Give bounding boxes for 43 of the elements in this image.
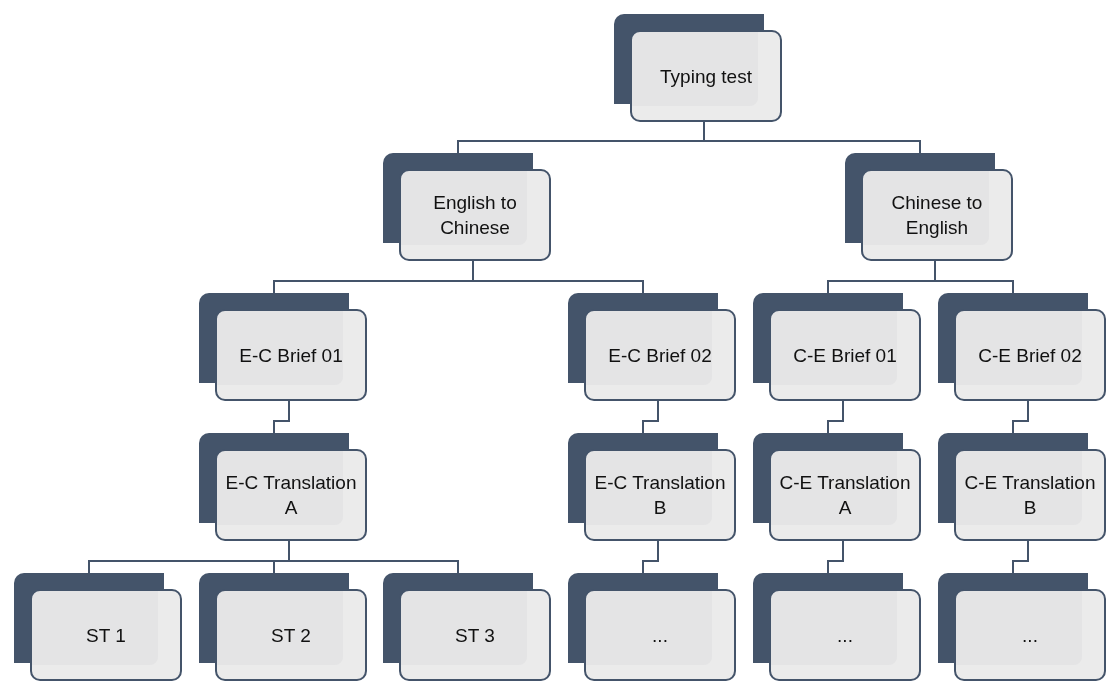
connector-line (642, 540, 659, 574)
connector-line (703, 121, 921, 154)
stacked-card (753, 573, 921, 681)
stacked-card (568, 293, 736, 401)
stacked-card (14, 573, 182, 681)
node-label: ST 2 (270, 623, 312, 648)
node-label: ... (1021, 623, 1039, 648)
connector-line (1012, 400, 1029, 434)
node-label: English to Chinese (432, 191, 518, 240)
node-label: E-C Translation A (224, 471, 358, 520)
stacked-card (845, 153, 1013, 261)
stacked-card (568, 573, 736, 681)
node-label: ST 1 (85, 623, 127, 648)
stacked-card (938, 573, 1106, 681)
stacked-card (568, 433, 736, 541)
node-label: ... (651, 623, 669, 648)
node-label: E-C Brief 01 (238, 343, 344, 368)
stacked-card (383, 153, 551, 261)
stacked-card (938, 293, 1106, 401)
connector-line (288, 540, 459, 574)
stacked-card (614, 14, 782, 122)
node-label: C-E Translation A (778, 471, 912, 520)
connector-line (827, 540, 844, 574)
stacked-card (383, 573, 551, 681)
stacked-card (753, 433, 921, 541)
node-label: Chinese to English (890, 191, 984, 240)
stacked-card (199, 293, 367, 401)
stacked-card (938, 433, 1106, 541)
node-label: ST 3 (454, 623, 496, 648)
stacked-card (199, 573, 367, 681)
node-label: Typing test (659, 64, 753, 89)
node-label: ... (836, 623, 854, 648)
connector-line (1012, 540, 1029, 574)
stacked-card (753, 293, 921, 401)
node-label: C-E Brief 02 (977, 343, 1083, 368)
connector-line (642, 400, 659, 434)
connector-line (827, 400, 844, 434)
node-label: E-C Brief 02 (607, 343, 713, 368)
node-label: C-E Translation B (963, 471, 1097, 520)
node-label: C-E Brief 01 (792, 343, 898, 368)
stacked-card (199, 433, 367, 541)
connector-line (273, 400, 290, 434)
node-label: E-C Translation B (593, 471, 727, 520)
